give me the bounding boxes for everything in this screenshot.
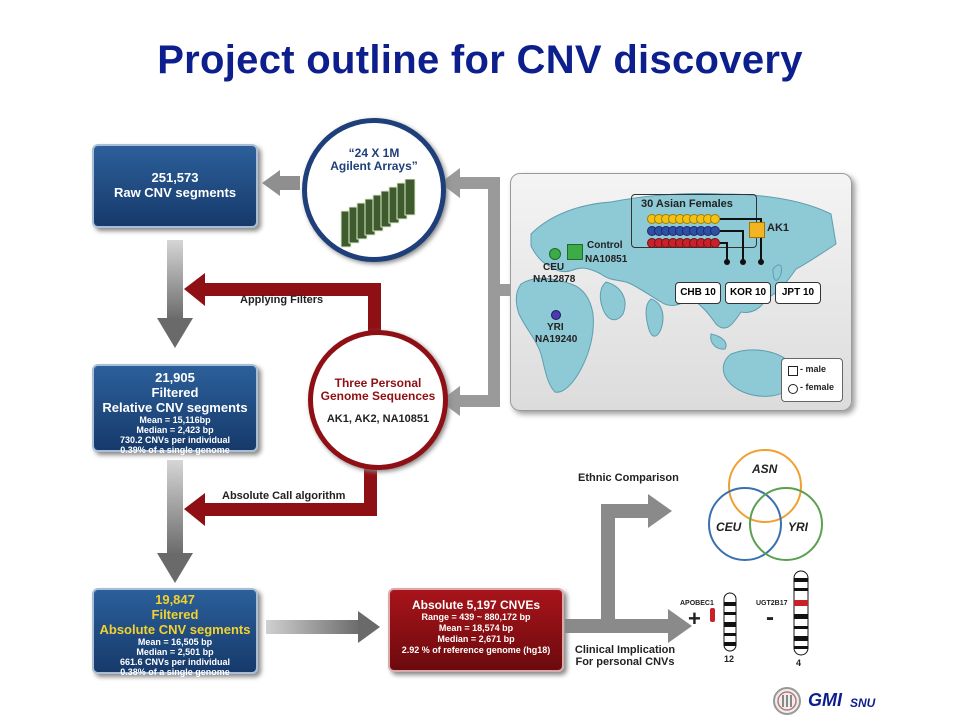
world-map-panel: 30 Asian Females AK1 CHB 10 KOR 10 JPT 1… (510, 173, 852, 411)
arrow-absolute-to-cnve (266, 611, 380, 643)
chrom-right-num: 4 (796, 658, 802, 668)
absolute-cnv-box: 19,847 Filtered Absolute CNV segments Me… (92, 588, 258, 677)
gene-left-label: APOBEC1 (680, 600, 714, 607)
ceu-dot-icon (549, 248, 561, 260)
cnve-title: Absolute 5,197 CNVEs (411, 598, 541, 612)
relative-cnv-count: 21,905 (155, 370, 195, 385)
arrow-cnve-branch (565, 494, 692, 643)
ak1-label: AK1 (767, 222, 790, 234)
absolute-cnv-line3: Absolute CNV segments (99, 622, 251, 637)
ceu-label: CEU (543, 262, 565, 273)
venn-asn-circle (728, 449, 802, 523)
absolute-call-label: Absolute Call algorithm (222, 490, 346, 502)
applying-filters-label: Applying Filters (240, 294, 324, 306)
raw-cnv-label: Raw CNV segments (113, 185, 237, 200)
cnve-mean: Mean = 18,574 bp (438, 623, 514, 633)
chrom-left-num: 12 (724, 654, 735, 664)
clinical-line2: For personal CNVs (575, 656, 675, 668)
absolute-cnv-mean: Mean = 16,505 bp (137, 637, 213, 647)
ak1-square-icon (749, 222, 765, 238)
arrow-raw-to-filtered (157, 240, 193, 348)
absolute-cnv-count: 19,847 (155, 592, 195, 607)
absolute-cnv-percent: 0.38% of a single genome (120, 667, 230, 677)
raw-cnv-box: 251,573 Raw CNV segments (92, 144, 258, 228)
genome-samples: AK1, AK2, NA10851 (326, 413, 430, 425)
absolute-cnv-per-individual: 661.6 CNVs per individual (119, 657, 231, 667)
venn-diagram (708, 449, 823, 561)
clinical-line1: Clinical Implication (574, 644, 676, 656)
relative-cnv-percent: 0.39% of a single genome (120, 445, 230, 455)
logo-snu: SNU (850, 696, 876, 710)
gene-right-label: UGT2B17 (756, 600, 788, 607)
cnve-median: Median = 2,671 bp (437, 634, 515, 644)
cnve-box: Absolute 5,197 CNVEs Range = 439 ~ 880,1… (388, 588, 564, 672)
arrays-line2: Agilent Arrays” (330, 159, 418, 173)
absolute-cnv-median: Median = 2,501 bp (136, 647, 214, 657)
kor-pill: KOR 10 (725, 282, 771, 304)
relative-cnv-line2: Filtered (151, 385, 199, 400)
control-id: NA10851 (585, 254, 628, 265)
venn-ceu-circle (708, 487, 782, 561)
arrays-line1: “24 X 1M (348, 146, 400, 160)
arrow-arrays-to-raw (262, 170, 300, 196)
venn-yri-label: YRI (788, 520, 809, 534)
cnve-percent: 2.92 % of reference genome (hg18) (401, 645, 551, 655)
gmi-logo-icon (773, 687, 801, 715)
chromosome-12-icon (723, 592, 737, 652)
legend-male: - male (800, 364, 827, 374)
relative-cnv-box: 21,905 Filtered Relative CNV segments Me… (92, 364, 258, 455)
sample-dots (647, 214, 764, 265)
female-circle-icon (788, 384, 798, 394)
male-square-icon (788, 366, 798, 376)
relative-cnv-per-individual: 730.2 CNVs per individual (119, 435, 231, 445)
chb-pill: CHB 10 (675, 282, 721, 304)
relative-cnv-line3: Relative CNV segments (102, 400, 248, 415)
relative-cnv-median: Median = 2,423 bp (136, 425, 214, 435)
asian-females-label: 30 Asian Females (641, 198, 733, 210)
microarray-slides-icon (340, 179, 416, 248)
map-legend: - male - female (781, 358, 843, 402)
venn-asn-label: ASN (752, 462, 778, 476)
sign-right: - (766, 604, 774, 631)
control-label: Control (587, 240, 623, 251)
ethnic-comparison-label: Ethnic Comparison (578, 472, 679, 484)
jpt-pill: JPT 10 (775, 282, 821, 304)
logo-gmi: GMI (808, 690, 842, 710)
venn-yri-circle (749, 487, 823, 561)
arrow-filtered-to-absolute (157, 460, 193, 583)
yri-id: NA19240 (535, 334, 578, 345)
venn-ceu-label: CEU (716, 520, 742, 534)
genome-line2: Genome Sequences (320, 389, 436, 403)
yri-dot-icon (551, 310, 561, 320)
arrow-map-to-inputs (440, 168, 514, 416)
clinical-label: Clinical Implication For personal CNVs (574, 644, 676, 668)
raw-cnv-count: 251,573 (151, 170, 199, 185)
sign-left: + (688, 606, 701, 631)
genome-line1: Three Personal (334, 376, 422, 390)
personal-genomes-circle: Three Personal Genome Sequences AK1, AK2… (308, 330, 448, 470)
absolute-cnv-line2: Filtered (151, 607, 199, 622)
arrow-applying-filters (184, 273, 381, 331)
control-square-icon (567, 244, 583, 260)
chromosome-4-icon (793, 570, 809, 656)
ceu-id: NA12878 (533, 274, 576, 285)
page-title: Project outline for CNV discovery (157, 38, 803, 82)
gene-left-marker (710, 608, 715, 622)
cnve-range: Range = 439 ~ 880,172 bp (421, 612, 531, 622)
arrow-absolute-call (184, 468, 377, 526)
relative-cnv-mean: Mean = 15,116bp (139, 415, 211, 425)
agilent-arrays-circle: “24 X 1M Agilent Arrays” (302, 118, 446, 262)
legend-female: - female (800, 382, 835, 392)
yri-label: YRI (547, 322, 564, 333)
